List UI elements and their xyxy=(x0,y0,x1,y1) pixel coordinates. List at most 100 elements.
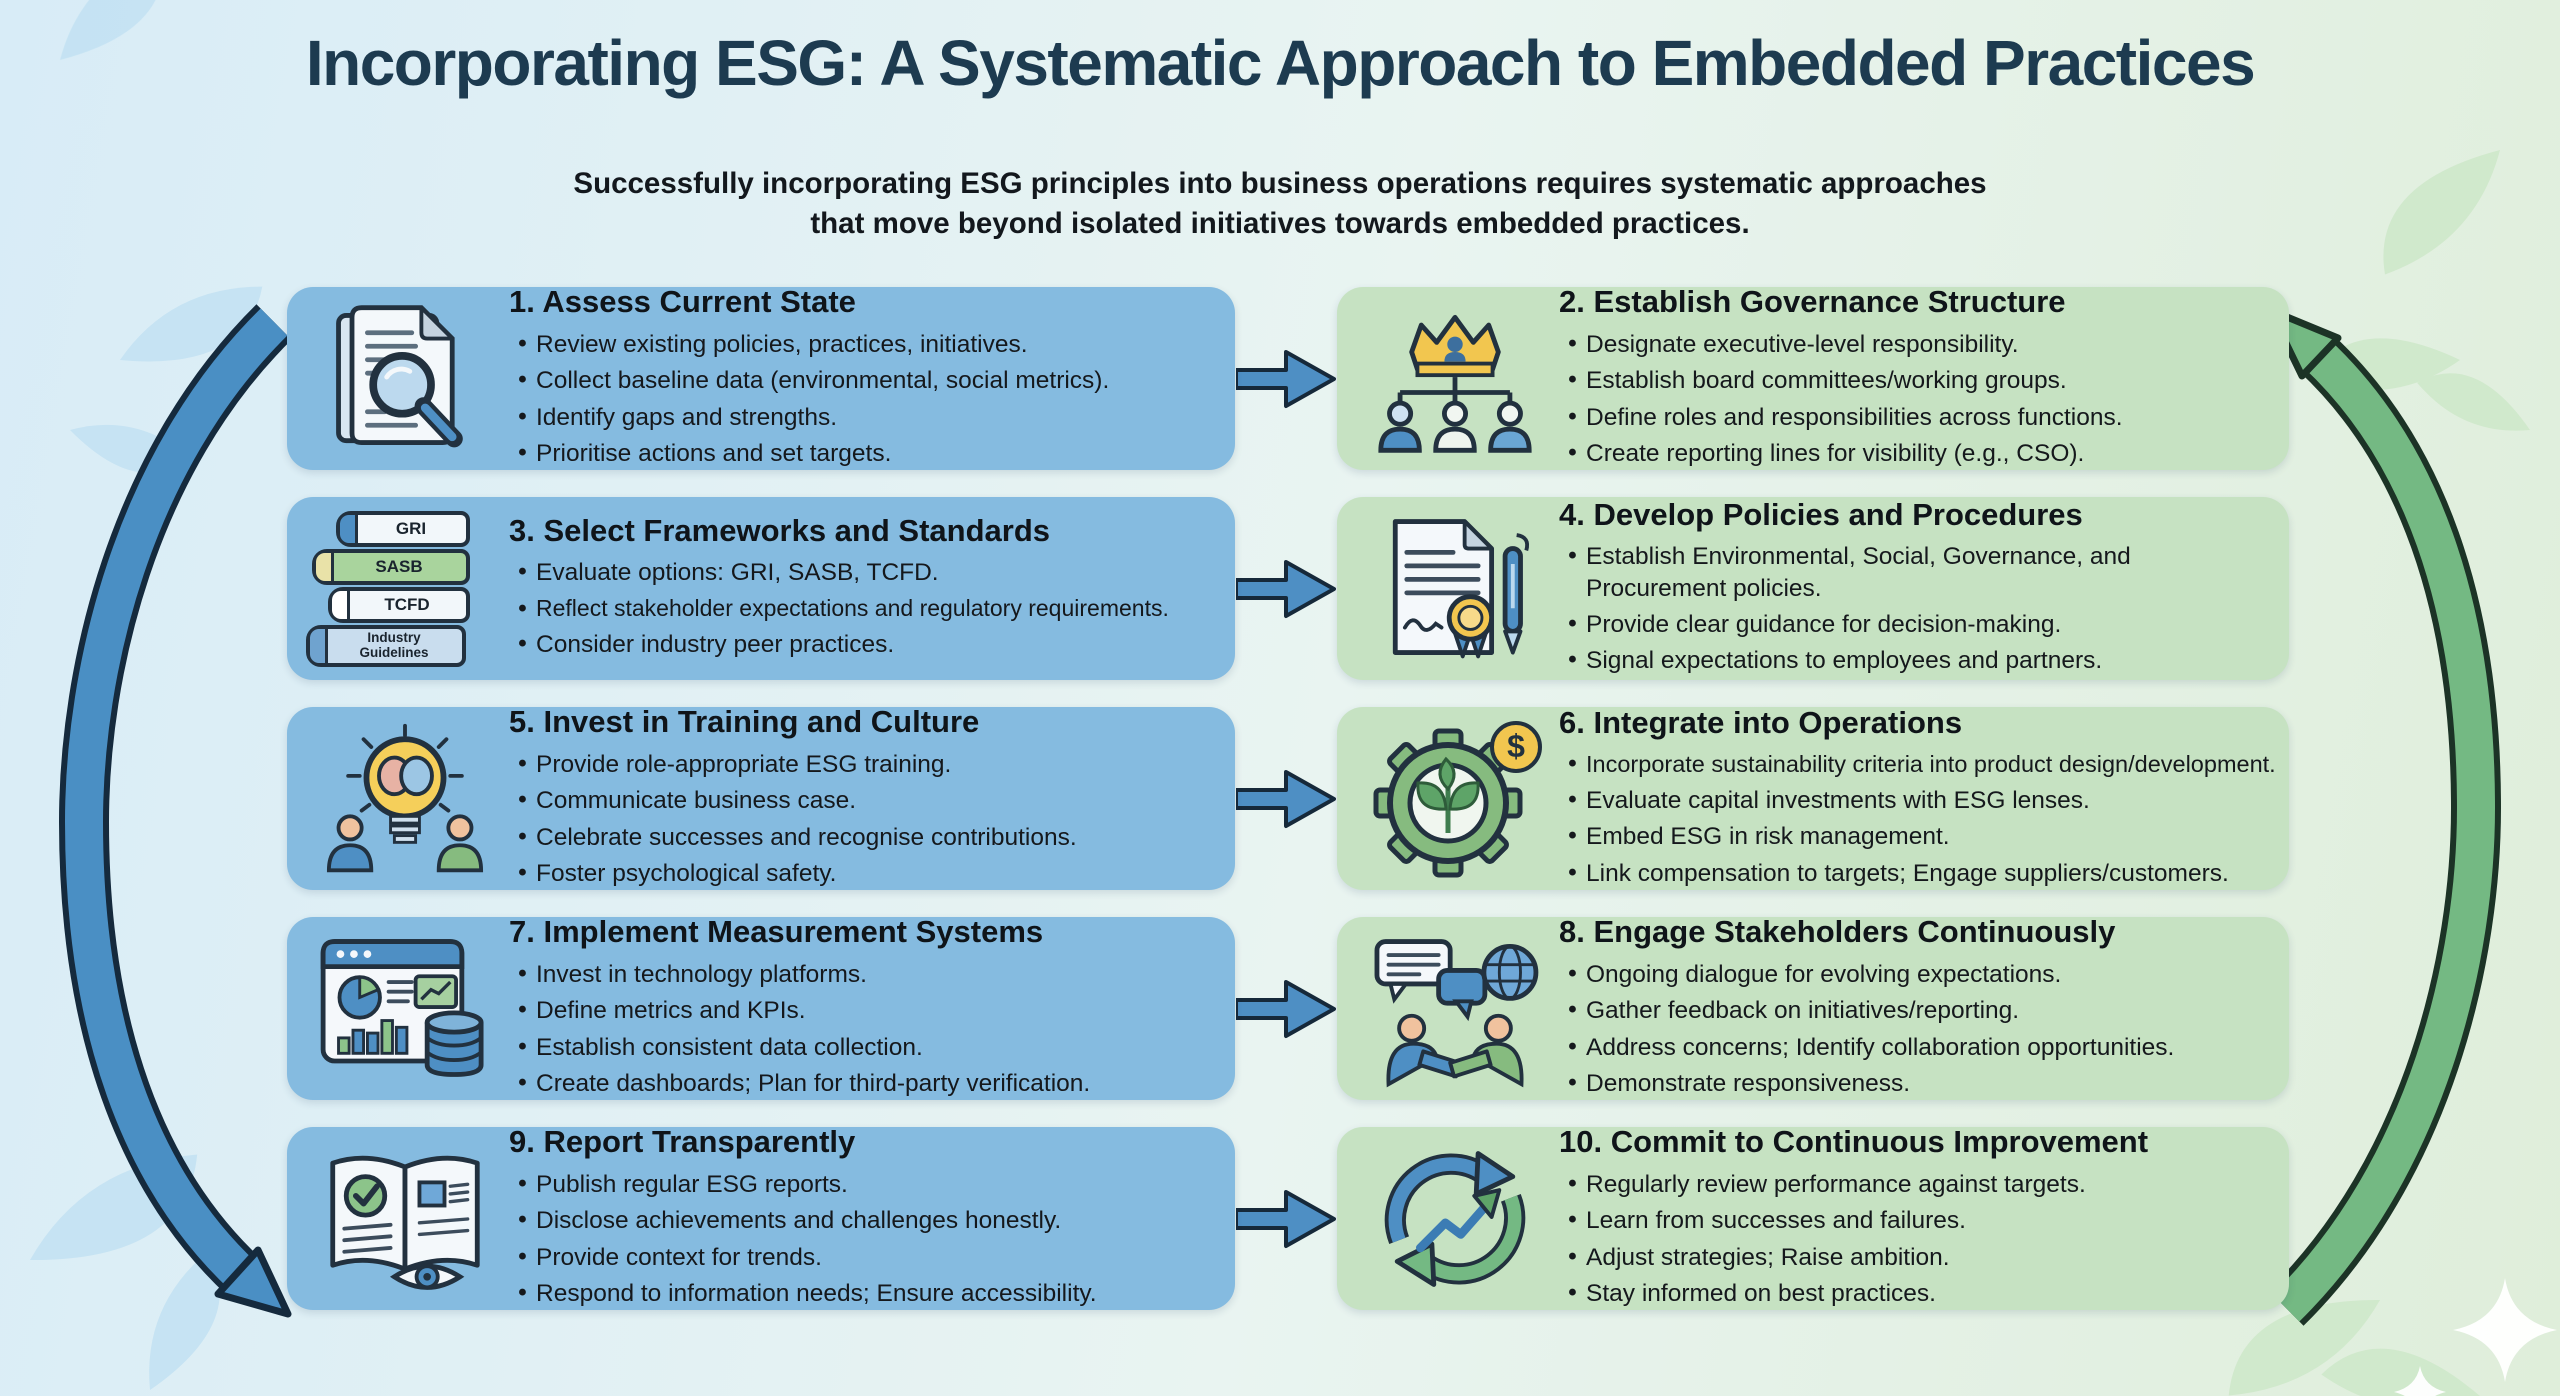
bullet-item: •Prioritise actions and set targets. xyxy=(509,438,1211,469)
bullet-text: Prioritise actions and set targets. xyxy=(536,439,892,467)
left-cycle-arrow-icon xyxy=(58,304,292,1318)
document-magnifier-icon xyxy=(301,297,509,460)
bullet-item: •Create dashboards; Plan for third-party… xyxy=(509,1068,1211,1099)
bullet-item: •Address concerns; Identify collaboratio… xyxy=(1559,1032,2265,1063)
bullet-item: •Regularly review performance against ta… xyxy=(1559,1169,2265,1200)
bullet-item: •Celebrate successes and recognise contr… xyxy=(509,822,1211,853)
bullet-text: Communicate business case. xyxy=(536,787,857,815)
bullet-item: •Create reporting lines for visibility (… xyxy=(1559,438,2265,469)
flow-right-arrow-icon xyxy=(1236,1190,1336,1248)
step-number: 8. xyxy=(1559,914,1585,950)
bullet-text: Evaluate options: GRI, SASB, TCFD. xyxy=(536,559,939,587)
step-title: 10. Commit to Continuous Improvement xyxy=(1559,1124,2149,1160)
certificate-pen-icon xyxy=(1351,507,1559,670)
bullet-item: •Establish consistent data collection. xyxy=(509,1032,1211,1063)
bullet-text: Celebrate successes and recognise contri… xyxy=(536,823,1077,851)
bullet-text: Gather feedback on initiatives/reporting… xyxy=(1586,997,2020,1025)
step-3-card: GRI SASB TCFD Industry Guidelines 3. Sel… xyxy=(287,497,1235,680)
flow-right-arrow-icon xyxy=(1236,560,1336,618)
book-industry-guidelines: Industry Guidelines xyxy=(306,624,466,667)
bullet-item: •Designate executive-level responsibilit… xyxy=(1559,329,2265,360)
bullet-item: •Review existing policies, practices, in… xyxy=(509,329,1211,360)
step-number: 4. xyxy=(1559,496,1585,532)
gear-leaf-icon: $ xyxy=(1351,717,1559,880)
bullet-item: •Provide context for trends. xyxy=(509,1242,1211,1273)
bullet-item: •Provide clear guidance for decision-mak… xyxy=(1559,609,2265,640)
dashboard-analytics-icon xyxy=(301,927,509,1090)
bullet-item: •Identify gaps and strengths. xyxy=(509,402,1211,433)
step-5-card: 5. Invest in Training and Culture •Provi… xyxy=(287,705,1235,890)
bullet-text: Designate executive-level responsibility… xyxy=(1586,330,2019,358)
bullet-text: Ongoing dialogue for evolving expectatio… xyxy=(1586,960,2062,988)
bullet-text: Embed ESG in risk management. xyxy=(1586,823,1950,851)
bullet-text: Provide role-appropriate ESG training. xyxy=(536,750,952,778)
bullet-text: Define metrics and KPIs. xyxy=(536,997,806,1025)
bullet-text: Publish regular ESG reports. xyxy=(536,1170,848,1198)
bullet-text: Foster psychological safety. xyxy=(536,859,837,887)
org-chart-crown-icon xyxy=(1351,297,1559,460)
step-title: 7. Implement Measurement Systems xyxy=(509,914,1044,950)
lightbulb-brain-icon xyxy=(301,717,509,880)
bullet-item: •Define roles and responsibilities acros… xyxy=(1559,402,2265,433)
book-sasb: SASB xyxy=(312,548,470,585)
step-8-card: 8. Engage Stakeholders Continuously •Ong… xyxy=(1337,914,2289,1100)
continuous-improvement-cycle-icon xyxy=(1351,1137,1559,1300)
bullet-text: Establish board committees/working group… xyxy=(1586,367,2067,395)
bullet-text: Provide clear guidance for decision-maki… xyxy=(1586,611,2062,639)
flow-right-arrow-icon xyxy=(1236,980,1336,1038)
bullet-item: •Gather feedback on initiatives/reportin… xyxy=(1559,995,2265,1026)
bullet-item: •Embed ESG in risk management. xyxy=(1559,821,2265,852)
step-title: 1. Assess Current State xyxy=(509,284,856,320)
bullet-text: Identify gaps and strengths. xyxy=(536,403,837,431)
bullet-item: •Publish regular ESG reports. xyxy=(509,1169,1211,1200)
bullet-item: •Ongoing dialogue for evolving expectati… xyxy=(1559,959,2265,990)
frameworks-books-icon: GRI SASB TCFD Industry Guidelines xyxy=(301,507,509,670)
open-report-book-icon xyxy=(301,1137,509,1300)
bullet-item: •Define metrics and KPIs. xyxy=(509,995,1211,1026)
step-title: 9. Report Transparently xyxy=(509,1124,856,1160)
bullet-text: Provide context for trends. xyxy=(536,1243,822,1271)
bullet-text: Review existing policies, practices, ini… xyxy=(536,330,1028,358)
step-title: 2. Establish Governance Structure xyxy=(1559,284,2066,320)
bullet-item: •Adjust strategies; Raise ambition. xyxy=(1559,1242,2265,1273)
bullet-text: Demonstrate responsiveness. xyxy=(1586,1069,1911,1097)
book-gri: GRI xyxy=(336,510,470,547)
bullet-text: Establish Environmental, Social, Governa… xyxy=(1586,543,2131,602)
bullet-text: Incorporate sustainability criteria into… xyxy=(1586,751,2276,778)
step-2-card: 2. Establish Governance Structure •Desig… xyxy=(1337,284,2289,470)
bullet-text: Reflect stakeholder expectations and reg… xyxy=(536,594,1169,621)
step-4-card: 4. Develop Policies and Procedures •Esta… xyxy=(1337,497,2289,680)
bullet-text: Adjust strategies; Raise ambition. xyxy=(1586,1243,1950,1271)
step-number: 10. xyxy=(1559,1124,1603,1160)
step-title: 8. Engage Stakeholders Continuously xyxy=(1559,914,2116,950)
bullet-item: •Collect baseline data (environmental, s… xyxy=(509,365,1211,396)
step-number: 3. xyxy=(509,512,535,548)
bullet-item: •Learn from successes and failures. xyxy=(1559,1205,2265,1236)
bullet-text: Create dashboards; Plan for third-party … xyxy=(536,1069,1091,1097)
step-title: 6. Integrate into Operations xyxy=(1559,704,1963,740)
bullet-item: •Communicate business case. xyxy=(509,785,1211,816)
bullet-text: Stay informed on best practices. xyxy=(1586,1279,1936,1307)
bullet-text: Collect baseline data (environmental, so… xyxy=(536,367,1110,395)
bullet-item: •Consider industry peer practices. xyxy=(509,629,1211,660)
step-number: 1. xyxy=(509,284,535,320)
stakeholder-handshake-icon xyxy=(1351,927,1559,1090)
bullet-item: •Establish Environmental, Social, Govern… xyxy=(1559,541,2265,604)
step-7-card: 7. Implement Measurement Systems •Invest… xyxy=(287,914,1235,1100)
bullet-item: •Reflect stakeholder expectations and re… xyxy=(509,594,1211,625)
bullet-text: Regularly review performance against tar… xyxy=(1586,1170,2086,1198)
book-tcfd: TCFD xyxy=(328,586,470,623)
bullet-item: •Demonstrate responsiveness. xyxy=(1559,1068,2265,1099)
bullet-text: Define roles and responsibilities across… xyxy=(1586,403,2123,431)
bullet-text: Evaluate capital investments with ESG le… xyxy=(1586,786,2090,814)
bullet-item: •Link compensation to targets; Engage su… xyxy=(1559,858,2265,889)
bullet-item: •Incorporate sustainability criteria int… xyxy=(1559,749,2275,780)
step-6-card: $ 6. Integrate into Operations •Incorpor… xyxy=(1337,704,2289,890)
flow-right-arrow-icon xyxy=(1236,350,1336,408)
bullet-item: •Evaluate options: GRI, SASB, TCFD. xyxy=(509,557,1211,588)
dollar-coin-icon: $ xyxy=(1490,720,1542,773)
bullet-item: •Provide role-appropriate ESG training. xyxy=(509,749,1211,780)
bullet-item: •Establish board committees/working grou… xyxy=(1559,365,2265,396)
step-number: 6. xyxy=(1559,704,1585,740)
